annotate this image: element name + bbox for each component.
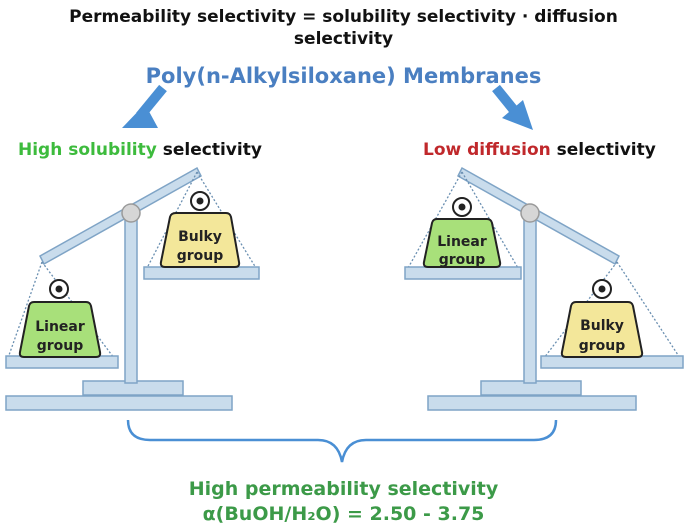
right-linear-weight: Linear group (422, 197, 502, 268)
right-label-rest: selectivity (550, 140, 656, 160)
left-bulky-line2: group (177, 248, 224, 264)
equation-line-1: Permeability selectivity = solubility se… (69, 7, 618, 27)
right-label-highlight: Low diffusion (423, 140, 551, 160)
right-linear-line2: group (439, 252, 486, 268)
left-linear-line1: Linear (35, 319, 85, 335)
left-side-label: High solubility selectivity (18, 140, 262, 160)
result-value: α(BuOH/H₂O) = 2.50 - 3.75 (202, 503, 485, 525)
right-linear-line1: Linear (437, 234, 487, 250)
right-side-label: Low diffusion selectivity (423, 140, 656, 160)
grouping-brace (126, 419, 558, 463)
right-balance: Linear group Bulky group (404, 166, 684, 411)
result-title: High permeability selectivity (188, 478, 499, 500)
left-label-rest: selectivity (156, 140, 262, 160)
left-label-highlight: High solubility (18, 140, 157, 160)
right-bulky-line2: group (579, 338, 626, 354)
left-linear-weight: Linear group (18, 279, 102, 358)
equation-title: Permeability selectivity = solubility se… (0, 6, 687, 50)
right-bulky-weight: Bulky group (560, 279, 644, 358)
left-bulky-line1: Bulky (178, 229, 222, 245)
right-arrow-icon (492, 84, 533, 130)
left-linear-line2: group (37, 338, 84, 354)
left-balance: Linear group Bulky group (5, 166, 260, 411)
right-bulky-line1: Bulky (580, 318, 624, 334)
left-arrow-icon (122, 84, 167, 128)
membrane-subtitle: Poly(n-Alkylsiloxane) Membranes (145, 64, 542, 88)
equation-line-2: selectivity (293, 29, 394, 49)
left-bulky-weight: Bulky group (159, 191, 241, 268)
